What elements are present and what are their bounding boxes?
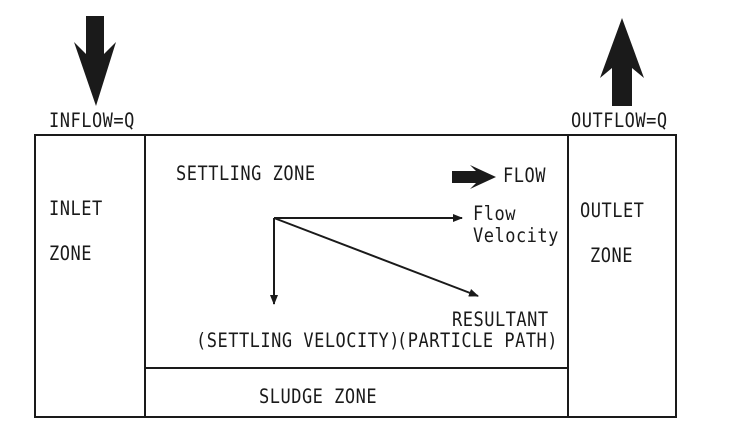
settling-zone-label: SETTLING ZONE [176,162,316,186]
outlet-zone-label-line2: ZONE [590,244,633,268]
arrow-up-icon [600,18,644,106]
inlet-zone-label-line2: ZONE [49,242,92,266]
basin-outline [34,134,677,418]
flow-velocity-label-line1: Flow [473,202,516,226]
flow-velocity-label-line2: Velocity [473,224,559,248]
particle-path-label: (PARTICLE PATH) [397,329,559,353]
resultant-label: RESULTANT [452,308,549,332]
settling-velocity-label: (SETTLING VELOCITY) [196,329,400,353]
outlet-zone-label-line1: OUTLET [580,199,645,223]
outflow-label: OUTFLOW=Q [571,109,668,133]
arrow-down-icon [74,16,116,106]
flow-label: FLOW [503,164,546,188]
inlet-zone-label-line1: INLET [49,197,103,221]
arrow-right-icon [452,165,496,189]
sludge-zone-label: SLUDGE ZONE [259,385,378,409]
inflow-label: INFLOW=Q [49,109,135,133]
resultant-vector [273,217,479,297]
